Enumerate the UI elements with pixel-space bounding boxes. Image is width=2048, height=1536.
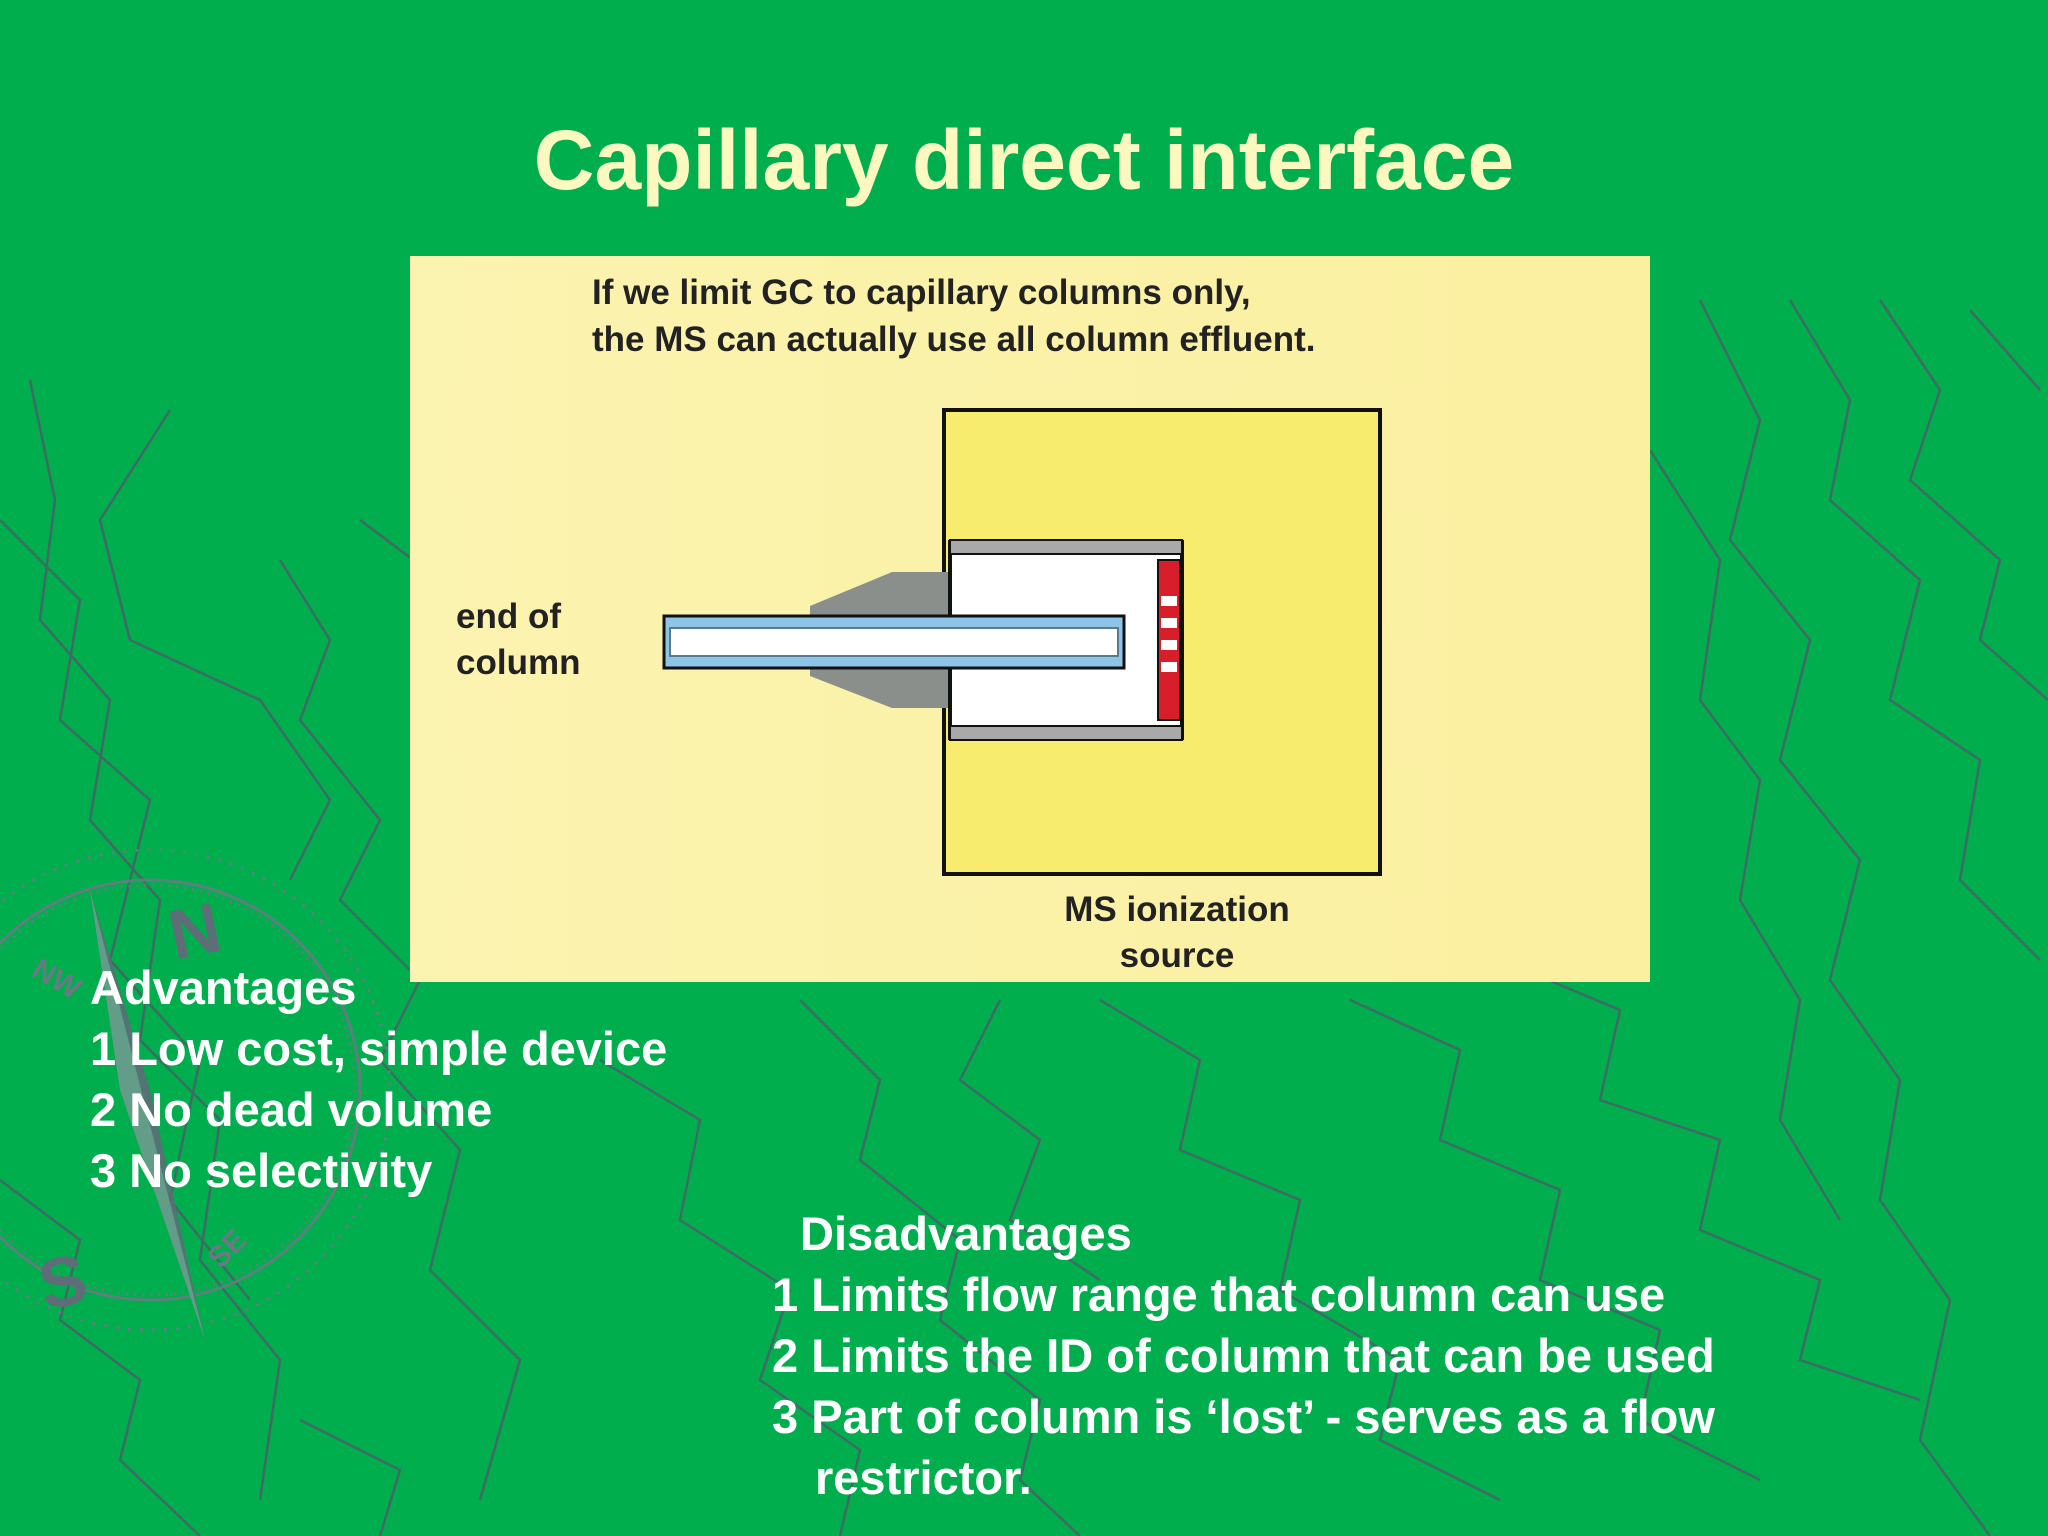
capillary-column [662,614,1126,670]
compass-letter-s: S [32,1239,94,1325]
compass-rose [0,848,392,1340]
advantages-heading: Advantages [90,961,357,1014]
label-end-of-column-line1: end of [456,597,561,636]
advantage-item: 3 No selectivity [90,1144,433,1197]
compass-letter-se: SE [202,1223,254,1275]
disadvantage-item-continuation: restrictor. [815,1451,1032,1504]
disadvantage-item: 1 Limits flow range that column can use [772,1268,1666,1321]
chamber-top-rail [949,539,1183,555]
advantage-item: 1 Low cost, simple device [90,1022,668,1075]
interface-diagram: If we limit GC to capillary columns only… [410,256,1650,982]
compass-letter-nw: NW [27,952,87,1006]
label-ms-source-line2: source [1120,936,1235,975]
chamber-bottom-rail [949,725,1183,741]
advantage-item: 2 No dead volume [90,1083,493,1136]
advantages-list: Advantages 1 Low cost, simple device 2 N… [90,957,667,1201]
disadvantage-item: 3 Part of column is ‘lost’ - serves as a… [772,1390,1715,1443]
label-ms-source-line1: MS ionization [1064,890,1290,929]
disadvantage-item: 2 Limits the ID of column that can be us… [772,1329,1715,1382]
disadvantages-list: Disadvantages 1 Limits flow range that c… [772,1203,1715,1508]
disadvantages-heading: Disadvantages [800,1207,1132,1260]
slide-title: Capillary direct interface [533,113,1515,207]
figure-caption-line1: If we limit GC to capillary columns only… [592,273,1251,312]
ion-source-grid [1157,559,1181,721]
label-end-of-column-line2: column [456,643,580,682]
figure-caption-line2: the MS can actually use all column efflu… [592,320,1316,359]
